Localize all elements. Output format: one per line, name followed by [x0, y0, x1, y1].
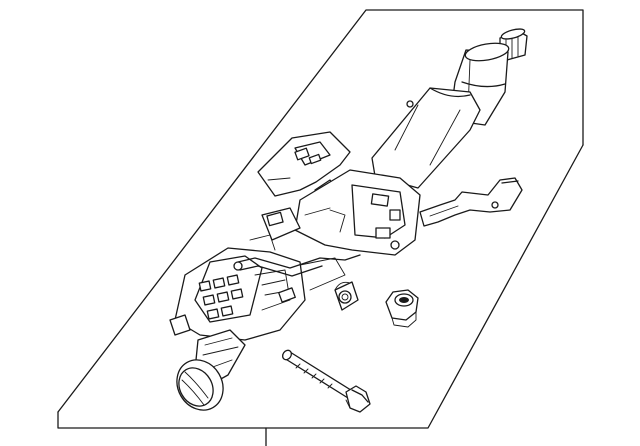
- wire-bracket: [233, 254, 361, 277]
- tilt-lever: [419, 177, 523, 227]
- lower-intermediate-shaft: [176, 329, 246, 411]
- main-column-tube: [371, 87, 481, 189]
- lock-nut: [385, 289, 419, 328]
- side-bracket: [249, 207, 301, 251]
- steering-column-assembly: [169, 28, 528, 411]
- mounting-bolt: [281, 349, 371, 413]
- lower-housing: [169, 247, 346, 341]
- panel-frame: [57, 9, 584, 446]
- column-housing: [294, 169, 421, 256]
- return-spring: [334, 281, 359, 311]
